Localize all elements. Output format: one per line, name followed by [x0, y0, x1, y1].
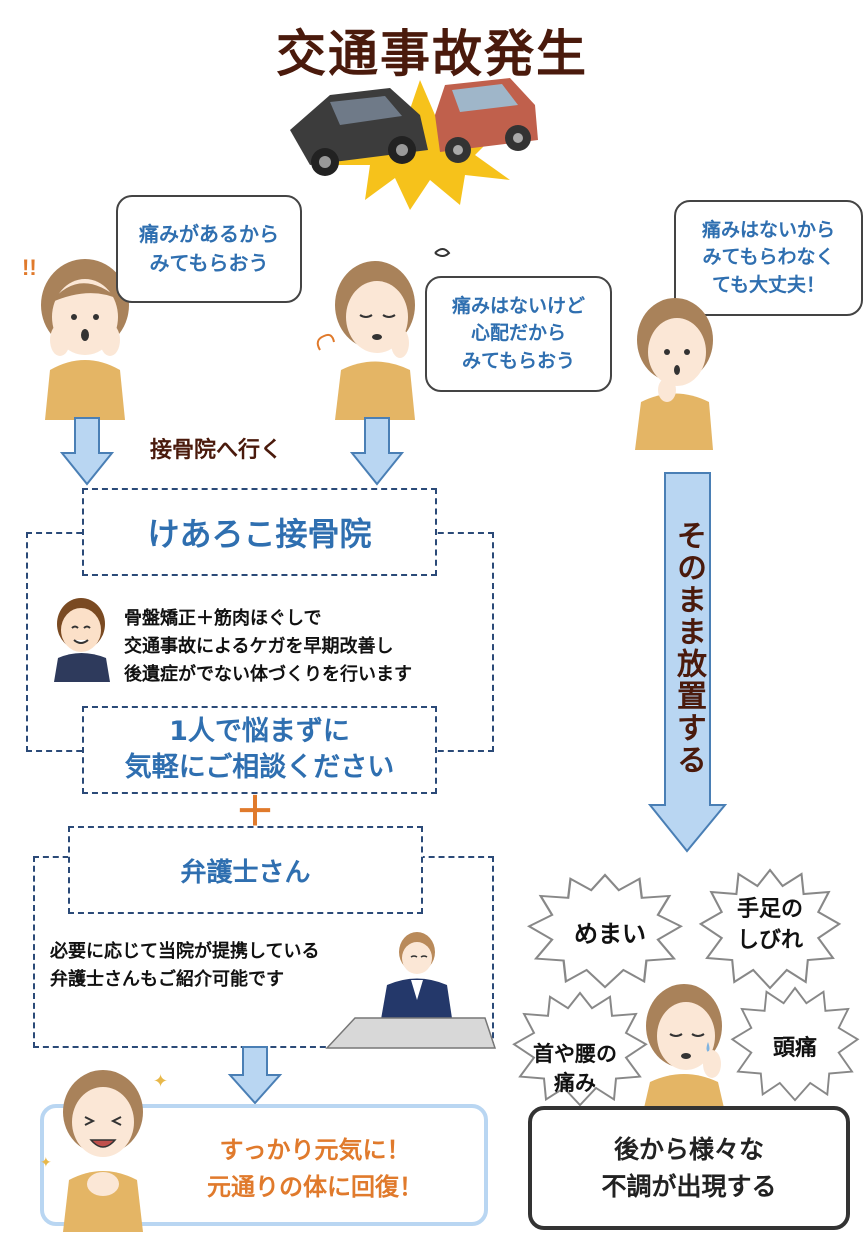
car-crash-illustration	[290, 78, 538, 210]
bad-result-text: 後から様々な不調が出現する	[601, 1134, 777, 1202]
speech-bubble-left: 痛みがあるからみてもらおう	[116, 195, 302, 303]
exclaim-marks: !!	[22, 255, 37, 280]
sparkle-icon-small: ✦	[40, 1155, 52, 1171]
plus-sign: ＋	[235, 789, 275, 835]
bad-result-box: 後から様々な不調が出現する	[528, 1106, 850, 1230]
lawyer-illustration	[325, 932, 497, 1049]
clinic-description: 骨盤矯正＋筋肉ほぐしで交通事故によるケガを早期改善し後遺症がでない体づくりを行い…	[124, 608, 412, 685]
woman-happy-illustration: ✦ ✦	[40, 1070, 168, 1232]
clinic-name: けあろこ接骨院	[147, 515, 372, 553]
tear-icon	[706, 1042, 710, 1052]
woman-pained-illustration	[644, 984, 724, 1108]
doctor-avatar	[54, 598, 110, 682]
red-car-icon	[435, 78, 538, 163]
symptom-dizzy: めまい	[574, 920, 646, 948]
worry-swirl	[434, 248, 451, 257]
woman-worried-illustration	[316, 248, 451, 420]
lawyer-name-box: 弁護士さん	[68, 826, 423, 914]
symptom-limbs: 手足のしびれ	[736, 897, 803, 953]
down-arrow-left	[59, 417, 115, 486]
clinic-name-box: けあろこ接骨院	[82, 488, 437, 576]
speech-bubble-right: 痛みはないからみてもらわなくても大丈夫！	[674, 200, 863, 316]
page-title: 交通事故発生	[276, 25, 588, 83]
woman-surprised-illustration: !!	[22, 255, 129, 420]
woman-thinking-illustration	[635, 298, 713, 450]
lawyer-description: 必要に応じて当院が提携している弁護士さんもご紹介可能です	[50, 941, 320, 990]
lawyer-name: 弁護士さん	[180, 857, 311, 888]
neglect-arrow	[647, 472, 728, 853]
down-arrow-middle	[349, 417, 405, 486]
neglect-label: そのまま放置する	[671, 520, 706, 776]
good-result-text: すっかり元気に！元通りの体に回復！	[207, 1136, 423, 1202]
sigh-puff	[316, 333, 335, 351]
down-arrow-to-result	[227, 1046, 283, 1105]
speech-bubble-middle: 痛みはないけど心配だからみてもらおう	[425, 276, 612, 392]
desk	[325, 1017, 497, 1049]
consult-box: 1人で悩まずに気軽にご相談ください	[82, 706, 437, 794]
sparkle-icon: ✦	[153, 1071, 168, 1092]
symptom-neck: 首や腰の痛み	[533, 1042, 617, 1096]
symptom-headache: 頭痛	[772, 1036, 817, 1061]
dark-car-icon	[290, 88, 428, 176]
go-to-clinic-label: 接骨院へ行く	[150, 438, 283, 463]
